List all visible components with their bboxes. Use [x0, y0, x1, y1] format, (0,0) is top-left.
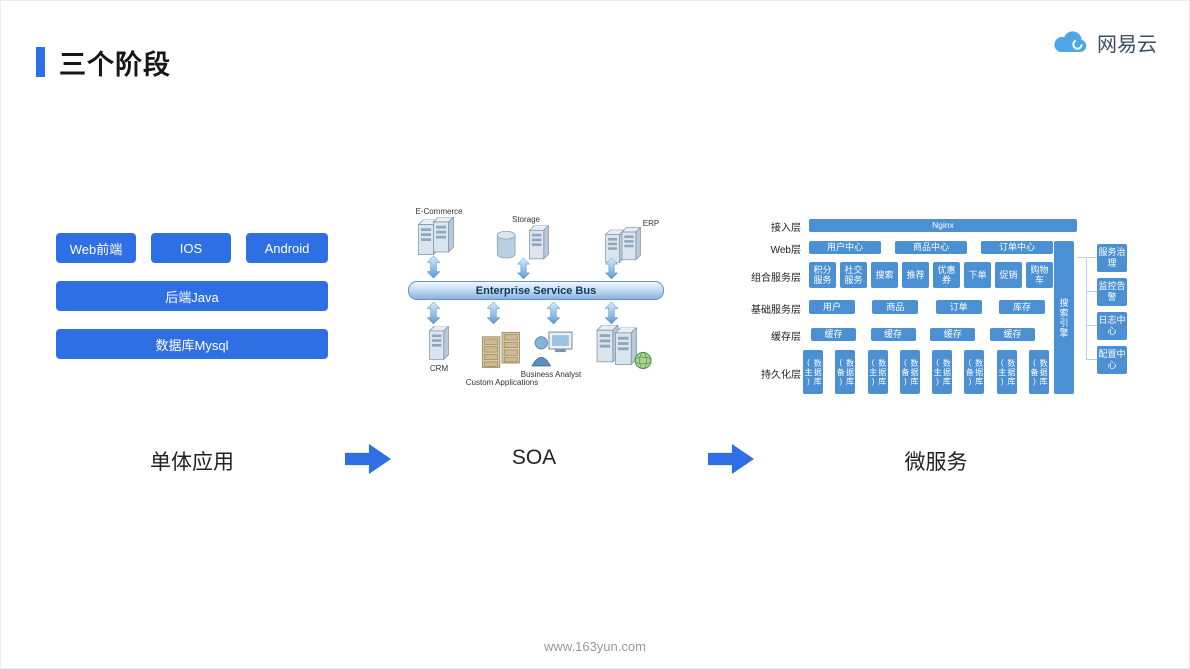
soa-label-storage: Storage: [511, 215, 541, 224]
layer-label-access: 接入层: [771, 223, 801, 234]
micro-basic-box: 用户: [809, 300, 855, 314]
arrow-right-icon: [345, 444, 391, 474]
crm-server-icon: [428, 326, 450, 361]
micro-cache-box: 缓存: [989, 328, 1035, 341]
micro-composite-box: 积分服务: [809, 262, 836, 288]
monolith-box-ios: IOS: [151, 233, 231, 263]
search-engine-bar: 搜索引擎: [1054, 241, 1074, 394]
micro-composite-box: 下单: [964, 262, 991, 288]
micro-db-box: 数据库(备): [899, 350, 920, 394]
micro-db-box: 数据库(主): [932, 350, 953, 394]
micro-composite-box: 优惠券: [933, 262, 960, 288]
soa-label-custom-applications: Custom Applications: [465, 378, 539, 387]
arrow-right-icon: [708, 444, 754, 474]
micro-composite-box: 促销: [995, 262, 1022, 288]
micro-side-box: 日志中心: [1097, 312, 1127, 340]
monolith-box-web: Web前端: [56, 233, 136, 263]
ecommerce-servers-icon: [417, 217, 455, 256]
updown-arrow-icon: [517, 258, 530, 279]
title-accent-bar: [36, 47, 45, 77]
micro-db-box: 数据库(备): [964, 350, 985, 394]
footer-url: www.163yun.com: [544, 639, 646, 654]
stage-label-soa: SOA: [511, 446, 557, 469]
layer-label-cache: 缓存层: [771, 332, 801, 343]
updown-arrow-icon: [605, 258, 618, 279]
micro-composite-box: 搜索: [871, 262, 898, 288]
micro-composite-box: 购物车: [1026, 262, 1053, 288]
micro-cache-box: 缓存: [930, 328, 976, 341]
monolith-box-database: 数据库Mysql: [56, 329, 328, 359]
updown-arrow-icon: [547, 302, 560, 324]
micro-cache-box: 缓存: [811, 328, 856, 341]
updown-arrow-icon: [427, 302, 440, 324]
micro-web-box: 商品中心: [895, 241, 967, 254]
page-title: 三个阶段: [59, 50, 171, 80]
micro-db-box: 数据库(备): [1028, 350, 1049, 394]
micro-composite-box: 社交服务: [840, 262, 867, 288]
monolith-box-backend: 后端Java: [56, 281, 328, 311]
micro-db-box: 数据库(主): [996, 350, 1017, 394]
updown-arrow-icon: [427, 255, 440, 279]
updown-arrow-icon: [605, 302, 618, 324]
micro-web-box: 订单中心: [981, 241, 1053, 254]
brand-name: 网易云: [1097, 34, 1157, 56]
soa-label-crm: CRM: [429, 364, 449, 373]
stage-label-monolith: 单体应用: [150, 451, 234, 474]
micro-side-box: 监控告警: [1097, 278, 1127, 306]
monolith-box-android: Android: [246, 233, 328, 263]
stage-label-micro: 微服务: [904, 451, 968, 474]
layer-label-web: Web层: [770, 245, 801, 256]
micro-db-box: 数据库(主): [867, 350, 888, 394]
micro-cache-box: 缓存: [870, 328, 916, 341]
business-analyst-icon: [529, 329, 575, 369]
file-cabinets-icon: [481, 331, 520, 368]
micro-side-box: 配置中心: [1097, 346, 1127, 374]
micro-composite-box: 推荐: [902, 262, 929, 288]
micro-db-box: 数据库(主): [803, 350, 823, 394]
soa-label-business-analyst: Business Analyst: [520, 370, 582, 379]
micro-basic-box: 库存: [998, 300, 1045, 314]
soa-label-erp: ERP: [642, 219, 660, 228]
esb-bus: Enterprise Service Bus: [408, 281, 664, 300]
brand-logo: 网易云: [1051, 28, 1157, 57]
micro-basic-box: 商品: [872, 300, 919, 314]
layer-label-persist: 持久化层: [761, 370, 801, 381]
micro-db-box: 数据库(备): [835, 350, 856, 394]
nginx-bar: Nginx: [809, 219, 1077, 232]
server-globe-icon: [596, 325, 652, 369]
micro-web-box: 用户中心: [809, 241, 881, 254]
layer-label-composite: 组合服务层: [751, 273, 801, 284]
soa-label-ecommerce: E-Commerce: [415, 207, 463, 216]
micro-side-box: 服务治理: [1097, 244, 1127, 272]
micro-basic-box: 订单: [935, 300, 982, 314]
netease-cloud-icon: [1054, 30, 1087, 52]
layer-label-basic: 基础服务层: [751, 305, 801, 316]
updown-arrow-icon: [487, 302, 500, 324]
